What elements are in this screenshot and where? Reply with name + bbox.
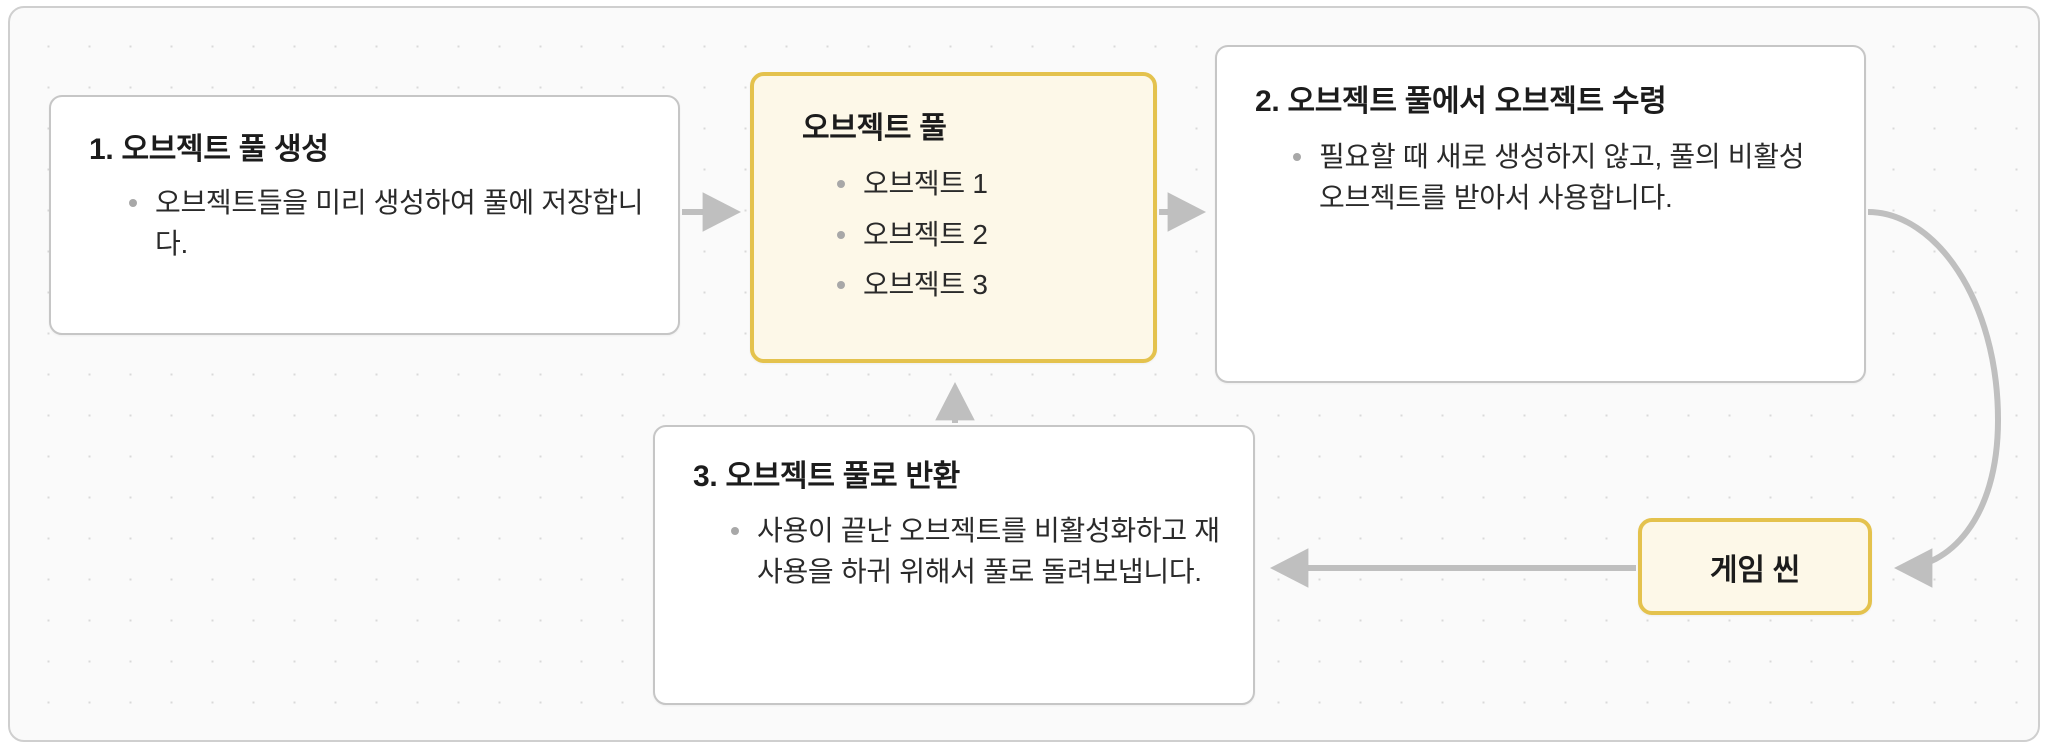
node-create-pool[interactable]: 1. 오브젝트 풀 생성 오브젝트들을 미리 생성하여 풀에 저장합니다. bbox=[49, 95, 680, 335]
list-item: 오브젝트 1 bbox=[829, 164, 1139, 205]
node-create-pool-title: 1. 오브젝트 풀 생성 bbox=[89, 133, 329, 166]
node-object-pool[interactable]: 오브젝트 풀 오브젝트 1 오브젝트 2 오브젝트 3 bbox=[750, 72, 1157, 363]
list-item: 필요할 때 새로 생성하지 않고, 풀의 비활성 오브젝트를 받아서 사용합니다… bbox=[1285, 137, 1825, 218]
node-acquire-object-bullets: 필요할 때 새로 생성하지 않고, 풀의 비활성 오브젝트를 받아서 사용합니다… bbox=[1285, 137, 1825, 218]
list-item: 오브젝트 3 bbox=[829, 265, 1139, 306]
node-create-pool-bullets: 오브젝트들을 미리 생성하여 풀에 저장합니다. bbox=[121, 183, 651, 264]
node-acquire-object[interactable]: 2. 오브젝트 풀에서 오브젝트 수령 필요할 때 새로 생성하지 않고, 풀의… bbox=[1215, 45, 1866, 383]
node-acquire-object-title: 2. 오브젝트 풀에서 오브젝트 수령 bbox=[1255, 85, 1667, 118]
node-game-scene-title: 게임 씬 bbox=[1710, 553, 1800, 587]
node-object-pool-items: 오브젝트 1 오브젝트 2 오브젝트 3 bbox=[829, 164, 1139, 316]
node-return-to-pool[interactable]: 3. 오브젝트 풀로 반환 사용이 끝난 오브젝트를 비활성화하고 재사용을 하… bbox=[653, 425, 1255, 705]
node-object-pool-title: 오브젝트 풀 bbox=[802, 112, 947, 145]
node-return-to-pool-title: 3. 오브젝트 풀로 반환 bbox=[693, 460, 960, 493]
node-return-to-pool-bullets: 사용이 끝난 오브젝트를 비활성화하고 재사용을 하귀 위해서 풀로 돌려보냅니… bbox=[723, 511, 1223, 592]
list-item: 오브젝트들을 미리 생성하여 풀에 저장합니다. bbox=[121, 183, 651, 264]
list-item: 오브젝트 2 bbox=[829, 215, 1139, 256]
node-game-scene[interactable]: 게임 씬 bbox=[1638, 518, 1872, 615]
list-item: 사용이 끝난 오브젝트를 비활성화하고 재사용을 하귀 위해서 풀로 돌려보냅니… bbox=[723, 511, 1223, 592]
